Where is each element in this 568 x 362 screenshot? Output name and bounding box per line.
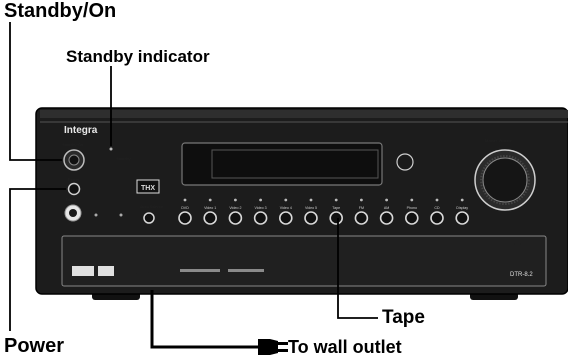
input-led-video-1 bbox=[209, 199, 212, 202]
input-led-video-3 bbox=[259, 199, 262, 202]
remote-sensor bbox=[397, 154, 413, 170]
input-led-video-2 bbox=[234, 199, 237, 202]
brand-logo: Integra bbox=[64, 125, 98, 136]
input-label-tape: Tape bbox=[332, 206, 340, 210]
standby-on-panel-label: Standby/On bbox=[62, 142, 83, 147]
input-led-display bbox=[461, 199, 464, 202]
power-panel-label: Power bbox=[68, 177, 80, 182]
input-button-phono[interactable] bbox=[406, 212, 418, 224]
input-label-video-3: Video 3 bbox=[255, 206, 267, 210]
tape-callout: Tape bbox=[382, 307, 425, 329]
surround-ex-text: THE SURROUND EX bbox=[122, 270, 161, 275]
input-label-am: AM bbox=[384, 206, 389, 210]
push-to-open-label: Push To Open bbox=[510, 242, 532, 246]
input-button-cd[interactable] bbox=[431, 212, 443, 224]
input-led-video-4 bbox=[284, 199, 287, 202]
input-label-video-4: Video 4 bbox=[280, 206, 292, 210]
small-led-1 bbox=[95, 214, 98, 217]
input-led-cd bbox=[436, 199, 439, 202]
power-callout: Power bbox=[4, 335, 64, 358]
standby-indicator-callout: Standby indicator bbox=[66, 47, 210, 67]
input-led-phono bbox=[410, 199, 413, 202]
input-led-dvd bbox=[184, 199, 187, 202]
dolby-logo bbox=[72, 266, 94, 276]
input-led-tape bbox=[335, 199, 338, 202]
direct-panel-label: Direct bbox=[66, 197, 77, 202]
input-label-video-2: Video 2 bbox=[229, 206, 241, 210]
master-volume-knob-inner bbox=[483, 158, 527, 202]
plug-icon bbox=[258, 339, 288, 355]
standby-indicator-led bbox=[110, 148, 113, 151]
input-button-fm[interactable] bbox=[355, 212, 367, 224]
input-button-display[interactable] bbox=[456, 212, 468, 224]
audio-selector-label: Audio Selector bbox=[140, 205, 164, 209]
direct-button-inner bbox=[69, 209, 77, 217]
input-label-video-5: Video 5 bbox=[305, 206, 317, 210]
master-volume-label: Master Volume bbox=[485, 138, 512, 143]
input-button-am[interactable] bbox=[381, 212, 393, 224]
door-logo-3 bbox=[180, 269, 220, 272]
input-button-video-2[interactable] bbox=[229, 212, 241, 224]
input-label-phono: Phono bbox=[407, 206, 417, 210]
to-wall-outlet-callout: To wall outlet bbox=[288, 337, 402, 358]
door-logo-4 bbox=[228, 269, 264, 272]
input-button-video-5[interactable] bbox=[305, 212, 317, 224]
input-button-video-4[interactable] bbox=[280, 212, 292, 224]
input-button-dvd[interactable] bbox=[179, 212, 191, 224]
audio-selector-button[interactable] bbox=[144, 213, 154, 223]
input-button-video-1[interactable] bbox=[204, 212, 216, 224]
input-button-tape[interactable] bbox=[330, 212, 342, 224]
input-label-dvd: DVD bbox=[181, 206, 189, 210]
standby-on-callout: Standby/On bbox=[4, 0, 116, 23]
top-edge bbox=[40, 110, 568, 118]
input-label-fm: FM bbox=[359, 206, 364, 210]
input-label-cd: CD bbox=[434, 206, 440, 210]
input-button-video-3[interactable] bbox=[255, 212, 267, 224]
input-led-video-5 bbox=[310, 199, 313, 202]
front-door-panel bbox=[62, 236, 546, 286]
power-cord bbox=[152, 290, 258, 347]
small-led-2 bbox=[120, 214, 123, 217]
input-label-video-1: Video 1 bbox=[204, 206, 216, 210]
input-label-display: Display bbox=[456, 206, 468, 210]
dts-logo bbox=[98, 266, 114, 276]
power-button[interactable] bbox=[69, 184, 80, 195]
input-led-am bbox=[385, 199, 388, 202]
standby-on-button-center bbox=[69, 155, 79, 165]
model-label: DTR-8.2 bbox=[510, 272, 533, 278]
thx-logo: THX bbox=[141, 185, 155, 192]
standby-panel-label: Standby bbox=[116, 156, 131, 161]
input-led-fm bbox=[360, 199, 363, 202]
